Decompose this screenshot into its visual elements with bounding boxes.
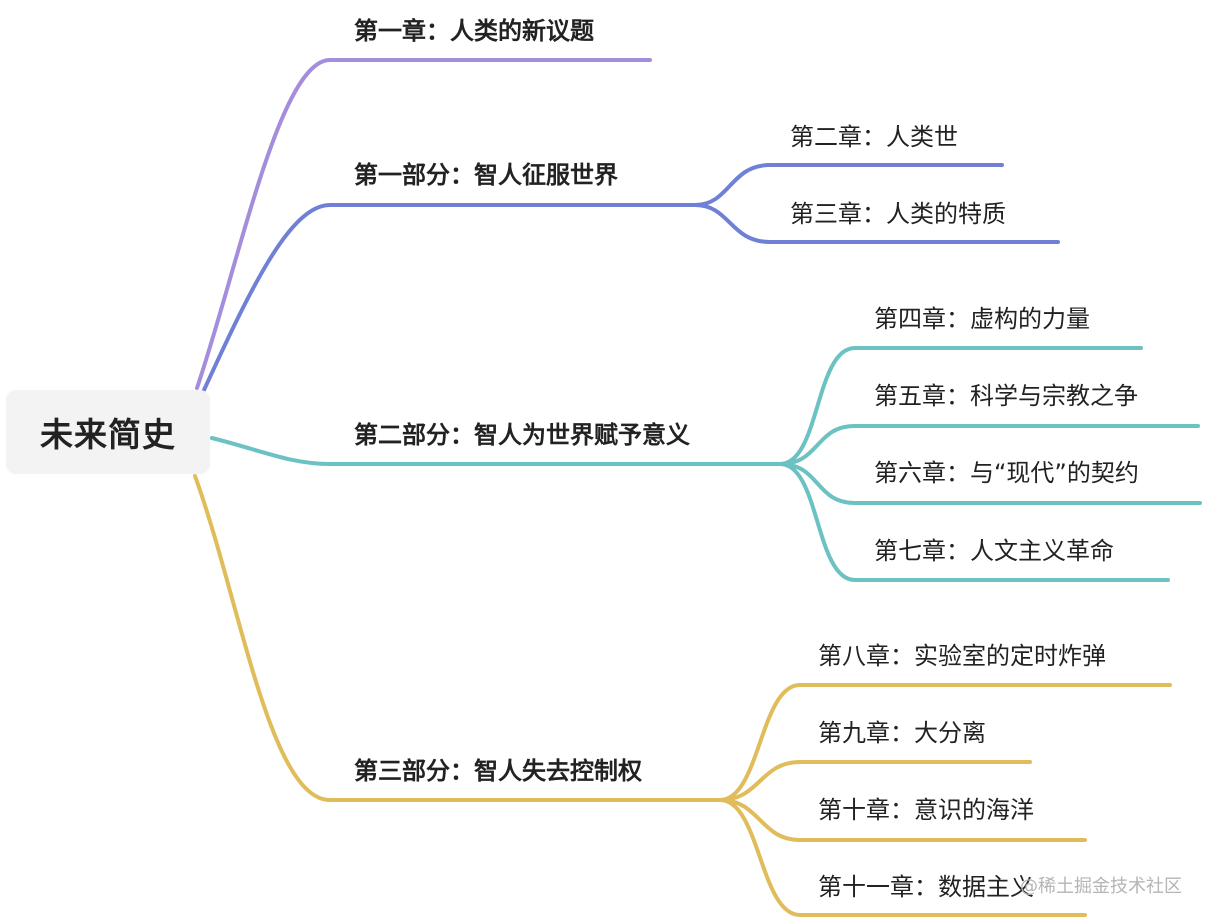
connector-chapter-5 [778,424,1200,466]
watermark: @稀土掘金技术社区 [1020,876,1182,897]
connector-chapter-11 [718,798,1087,917]
branch-part-1[interactable]: 第一部分：智人征服世界 [354,161,618,189]
branch-chapter-1[interactable]: 第一章：人类的新议题 [354,17,594,45]
connector-chapter-7 [778,462,1170,582]
connector-chapter-2 [693,163,1004,207]
leaf-chapter-6[interactable]: 第六章：与“现代”的契约 [874,459,1139,487]
connector-part-3 [193,474,722,802]
leaf-chapter-2[interactable]: 第二章：人类世 [790,123,958,151]
leaf-chapter-5[interactable]: 第五章：科学与宗教之争 [874,382,1138,410]
connector-part-1 [202,203,697,392]
leaf-chapter-4[interactable]: 第四章：虚构的力量 [874,305,1090,333]
leaf-chapter-7[interactable]: 第七章：人文主义革命 [874,537,1114,565]
leaf-chapter-10[interactable]: 第十章：意识的海洋 [818,796,1034,824]
connector-chapter-9 [718,760,1032,802]
leaf-chapter-3[interactable]: 第三章：人类的特质 [790,200,1006,228]
connector-chapter-6 [778,462,1202,505]
connector-chapter-3 [693,203,1060,244]
leaf-chapter-9[interactable]: 第九章：大分离 [818,719,986,747]
branch-part-3[interactable]: 第三部分：智人失去控制权 [354,757,642,785]
leaf-chapter-11[interactable]: 第十一章：数据主义 [818,873,1034,901]
root-label: 未来简史 [40,415,176,454]
leaf-chapter-8[interactable]: 第八章：实验室的定时炸弹 [818,642,1106,670]
connector-chapter-1 [195,58,652,390]
branch-part-2[interactable]: 第二部分：智人为世界赋予意义 [354,421,690,449]
root-node[interactable]: 未来简史 [6,390,210,474]
connector-part-2 [210,436,782,466]
connector-chapter-4 [778,346,1143,466]
connector-chapter-8 [718,683,1172,802]
connector-chapter-10 [718,798,1087,842]
